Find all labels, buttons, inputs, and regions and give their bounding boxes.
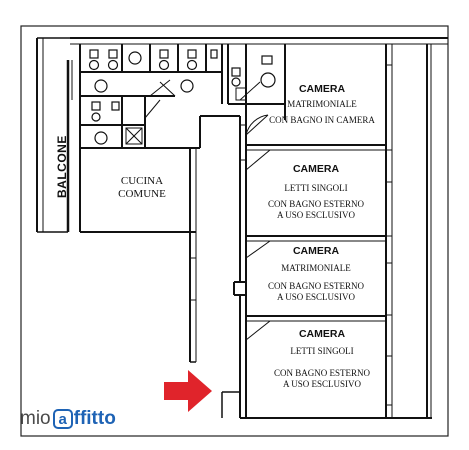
watermark-ffitto: ffitto (73, 408, 116, 429)
room-4-label: CAMERA LETTI SINGOLI CON BAGNO ESTERNO A… (262, 328, 382, 389)
watermark-at-icon: a (52, 409, 73, 429)
room-walls (240, 44, 386, 418)
room-1-label: CAMERA MATRIMONIALE CON BAGNO IN CAMERA (262, 83, 382, 126)
room-3-title: CAMERA (292, 245, 340, 257)
entrance-arrow-icon (164, 370, 212, 412)
room-1-line2: CON BAGNO IN CAMERA (269, 115, 375, 126)
room-3-label: CAMERA MATRIMONIALE CON BAGNO ESTERNO A … (256, 245, 376, 302)
watermark-logo: mio a ffitto (20, 407, 116, 431)
label-cucina: CUCINA COMUNE (104, 175, 180, 200)
room-2-line2: CON BAGNO ESTERNO (267, 199, 364, 210)
room-3-line2: CON BAGNO ESTERNO (267, 281, 364, 292)
outer-frame (20, 25, 449, 437)
balcony-walls (36, 37, 73, 233)
exterior-walls (70, 37, 448, 419)
corridor-walls (221, 116, 246, 418)
room-3-line3: A USO ESCLUSIVO (276, 291, 355, 302)
label-cucina-line2: COMUNE (118, 187, 166, 200)
room-2-line3: A USO ESCLUSIVO (276, 209, 355, 220)
label-balcone: BALCONE (55, 135, 69, 198)
room-2-label: CAMERA LETTI SINGOLI CON BAGNO ESTERNO A… (256, 163, 376, 220)
bathroom-walls (79, 44, 286, 149)
shower-icon (125, 87, 247, 145)
room-4-title: CAMERA (298, 328, 346, 340)
door-swing-icon (144, 79, 271, 341)
kitchen-walls (79, 148, 197, 363)
room-1-line1: MATRIMONIALE (287, 99, 357, 110)
room-1-title: CAMERA (298, 83, 346, 95)
room-4-line2: CON BAGNO ESTERNO (273, 368, 370, 379)
label-cucina-line1: CUCINA (120, 175, 164, 187)
room-2-line1: LETTI SINGOLI (284, 183, 348, 194)
sink-icon (94, 51, 276, 145)
toilet-icon (88, 49, 241, 122)
room-4-line3: A USO ESCLUSIVO (282, 378, 361, 389)
room-2-title: CAMERA (292, 163, 340, 175)
room-3-line1: MATRIMONIALE (281, 263, 351, 274)
room-4-line1: LETTI SINGOLI (290, 346, 354, 357)
watermark-mio: mio (20, 408, 51, 429)
